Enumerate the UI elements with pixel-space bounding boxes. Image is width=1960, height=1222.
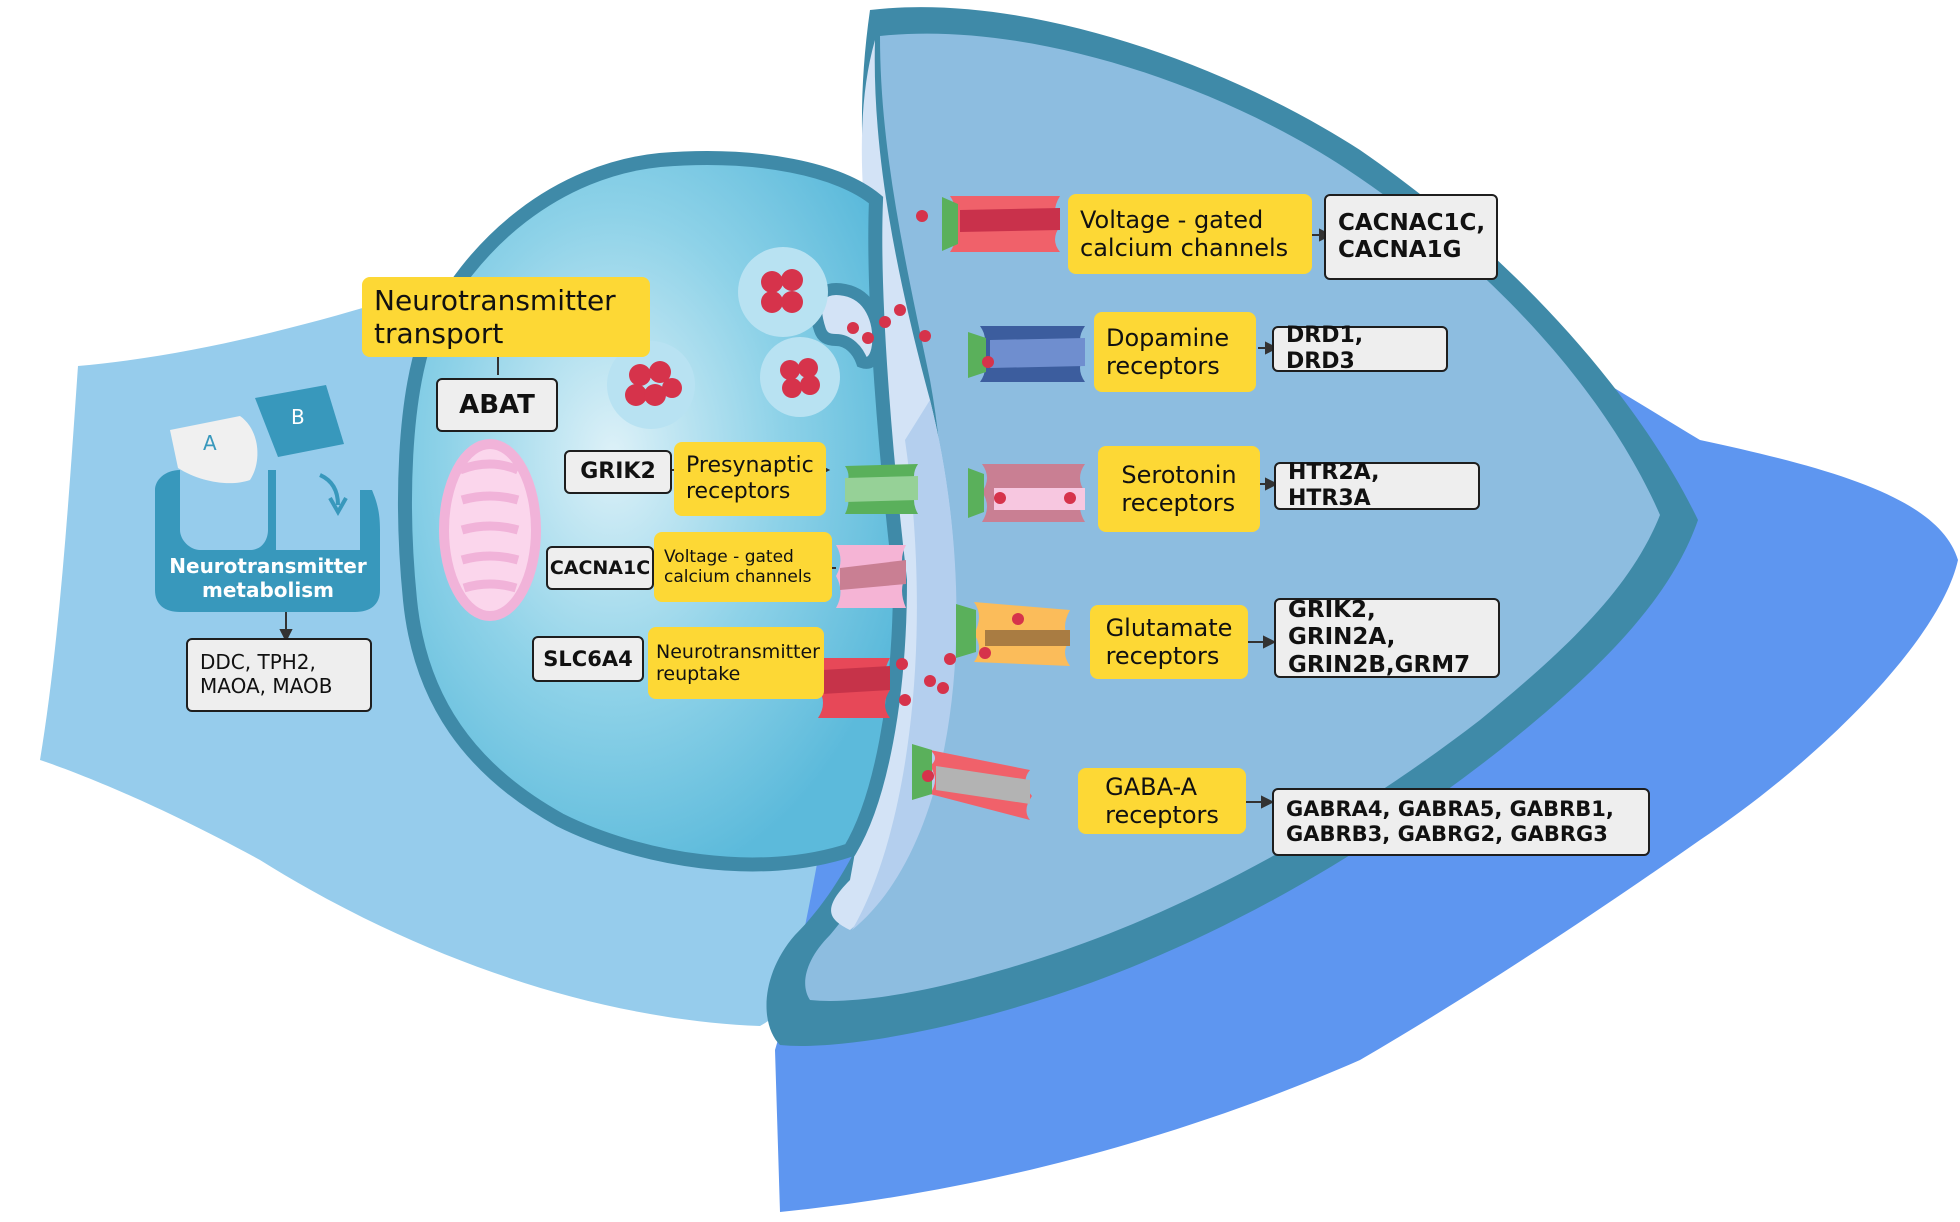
neurotransmitter-reuptake-label: Neurotransmitter reuptake [648, 627, 824, 699]
enzyme-b-label: B [291, 405, 305, 429]
neurotransmitter-particles [847, 210, 956, 706]
gaba-a-receptors-label: GABA-A receptors [1078, 768, 1246, 834]
glutamate-receptors-label: Glutamate receptors [1090, 605, 1248, 679]
postsynaptic-vgcc-label: Voltage - gated calcium channels [1068, 194, 1312, 274]
presynaptic-vgcc-label: Voltage - gated calcium channels [654, 532, 832, 602]
vesicle-3 [760, 337, 840, 417]
vesicle-1 [607, 341, 695, 429]
dopamine-receptor [968, 326, 1085, 382]
dopamine-gene-box: DRD1, DRD3 [1272, 323, 1448, 374]
slc6a4-gene-box: SLC6A4 [532, 636, 644, 682]
gaba-a-receptor [912, 744, 1032, 820]
mitochondrion [439, 439, 541, 621]
glutamate-receptor [956, 602, 1070, 666]
presynaptic-receptor-channel [845, 464, 918, 514]
grik2-presynaptic-gene-box: GRIK2 [564, 450, 672, 494]
neurotransmitter-metabolism-label: Neurotransmitter metabolism [169, 554, 367, 602]
presynaptic-calcium-channel [836, 545, 906, 608]
metabolism-gene-box: DDC, TPH2, MAOA, MAOB [186, 638, 372, 712]
vgcc-gene-box: CACNAC1C, CACNA1G [1324, 194, 1498, 280]
enzyme-a-label: A [203, 431, 217, 455]
vgcc-post-channel [942, 196, 1060, 252]
reuptake-transporter [818, 658, 890, 718]
serotonin-gene-box: HTR2A, HTR3A [1274, 460, 1480, 511]
cacna1c-presynaptic-gene-box: CACNA1C [546, 546, 654, 590]
gaba-a-gene-box: GABRA4, GABRA5, GABRB1, GABRB3, GABRG2, … [1272, 788, 1650, 856]
vesicle-2 [738, 247, 828, 337]
docking-vesicle [810, 283, 885, 369]
presynaptic-receptors-label: Presynaptic receptors [674, 442, 826, 516]
metabolism-enzyme-graphic [155, 385, 380, 612]
glutamate-gene-box: GRIK2, GRIN2A, GRIN2B,GRM7 [1274, 597, 1500, 678]
abat-gene-box: ABAT [436, 378, 558, 432]
neurotransmitter-transport-label: Neurotransmitter transport [362, 277, 650, 357]
dopamine-receptors-label: Dopamine receptors [1094, 312, 1256, 392]
cleft-shadow [852, 400, 957, 930]
serotonin-receptor [968, 464, 1085, 522]
serotonin-receptors-label: Serotonin receptors [1098, 446, 1260, 532]
